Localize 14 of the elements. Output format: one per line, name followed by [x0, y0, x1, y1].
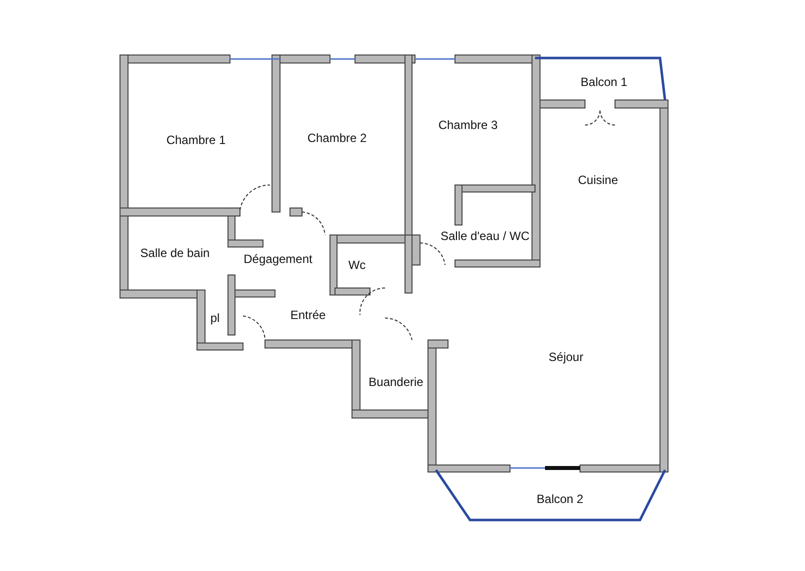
- room-label: Dégagement: [244, 252, 312, 266]
- room-label: Entrée: [290, 308, 326, 322]
- room-label: Balcon 1: [580, 75, 628, 89]
- room-label: Cuisine: [578, 173, 618, 187]
- room-label: Salle d'eau / WC: [440, 229, 530, 243]
- room-label: Wc: [348, 258, 366, 272]
- room-label: Chambre 1: [166, 133, 226, 147]
- room-label: Séjour: [548, 350, 584, 364]
- room-label: Balcon 2: [536, 492, 584, 506]
- room-label: Chambre 3: [438, 118, 498, 132]
- room-label: Buanderie: [368, 375, 424, 389]
- room-label: Salle de bain: [140, 246, 210, 260]
- room-label: Chambre 2: [307, 131, 367, 145]
- room-label: pl: [210, 311, 220, 325]
